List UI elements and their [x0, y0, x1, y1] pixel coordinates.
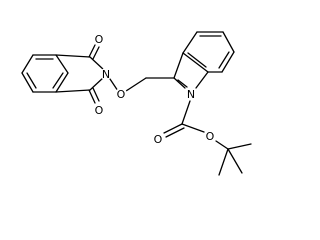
atom-o-ether: O [117, 88, 126, 101]
bond [109, 78, 119, 92]
bond-double-inner [218, 51, 230, 69]
bond [21, 72, 34, 93]
indole-pyrrole-ring [173, 52, 209, 89]
bond [215, 140, 229, 150]
bond [222, 31, 235, 53]
bond [55, 54, 69, 74]
phthalimide-benzene-ring [21, 54, 69, 93]
atom-n-indole: N [187, 88, 195, 101]
molecule-structure: O N O O N O O [21, 31, 252, 176]
atom-o-top: O [95, 33, 104, 46]
bond [218, 148, 229, 176]
imide-ring [55, 44, 105, 104]
bond [92, 46, 100, 60]
bond [55, 72, 69, 93]
bond-double-inner [26, 72, 37, 89]
atom-labels: O N O O N O O [93, 33, 216, 146]
bond [181, 100, 191, 125]
atom-n-imide: N [102, 68, 110, 81]
bond [88, 44, 96, 58]
bond [21, 54, 34, 74]
bond [55, 89, 91, 93]
indole-benzene-ring [182, 31, 235, 73]
bond [89, 76, 105, 91]
bond [195, 71, 209, 89]
bond [221, 51, 235, 73]
bond [227, 143, 252, 150]
bond [165, 127, 185, 138]
bond-double-inner [52, 72, 64, 89]
bond [89, 56, 105, 71]
atom-o-bottom: O [95, 104, 104, 117]
bond [163, 123, 183, 134]
bond [55, 54, 91, 58]
bond [173, 77, 186, 89]
bond [181, 123, 205, 133]
bond [125, 77, 147, 92]
bond [88, 89, 96, 104]
bond-double-inner [187, 52, 207, 68]
atom-o-ester: O [206, 130, 215, 143]
linker [109, 77, 175, 92]
bond [177, 79, 188, 88]
bond [173, 52, 184, 79]
atom-o-ester-carbonyl: O [154, 133, 163, 146]
bond [227, 148, 243, 174]
bond [182, 31, 198, 54]
bond [92, 87, 100, 102]
bond [182, 52, 209, 73]
boc-group [163, 100, 252, 176]
